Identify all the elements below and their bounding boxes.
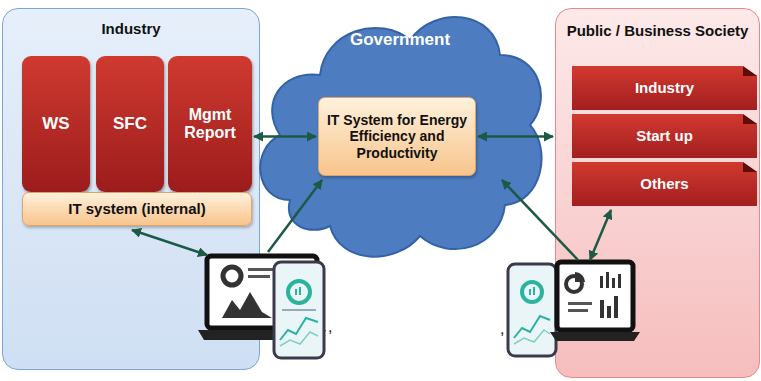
box-label: Industry (631, 79, 698, 96)
box-label: WS (38, 114, 73, 134)
ribbon-fold (743, 162, 757, 172)
process-box: SFC (96, 56, 164, 192)
cloud-region: Government IT System for Energy Efficienc… (250, 0, 550, 272)
mark-label: , (328, 318, 332, 336)
ribbon-fold (743, 66, 757, 76)
ribbon-box: Industry (572, 66, 757, 110)
flow-arrow (254, 135, 316, 138)
group-heading: Public / Business Society (563, 22, 753, 39)
ribbon-fold (743, 114, 757, 124)
mark-label: , (500, 320, 504, 338)
process-box: Mgmt Report (168, 56, 252, 192)
box-label: Mgmt Report (168, 106, 252, 143)
phone-icon (508, 264, 556, 356)
box-label: Start up (632, 127, 697, 144)
shape-fill (555, 8, 760, 378)
ribbon-box: Others (572, 162, 757, 206)
box-label: IT System for Energy Efficiency and Prod… (318, 112, 476, 160)
group-heading: Government (346, 30, 454, 50)
system-box: IT System for Energy Efficiency and Prod… (318, 97, 476, 176)
group-panel: Public / Business SocietyIndustryStart u… (555, 8, 760, 378)
box-label: IT system (internal) (64, 200, 210, 217)
process-box: WS (22, 56, 90, 192)
shape-fill (2, 8, 260, 370)
system-box: IT system (internal) (22, 192, 252, 226)
ribbon-box: Start up (572, 114, 757, 158)
box-label: Others (636, 175, 692, 192)
group-panel: IndustryWS SFC Mgmt Report IT system (inter… (2, 8, 260, 370)
phone-icon (274, 262, 324, 358)
flow-arrow (478, 135, 553, 138)
laptop-icon (550, 262, 640, 341)
group-heading: Industry (97, 20, 164, 37)
box-label: SFC (109, 114, 151, 134)
